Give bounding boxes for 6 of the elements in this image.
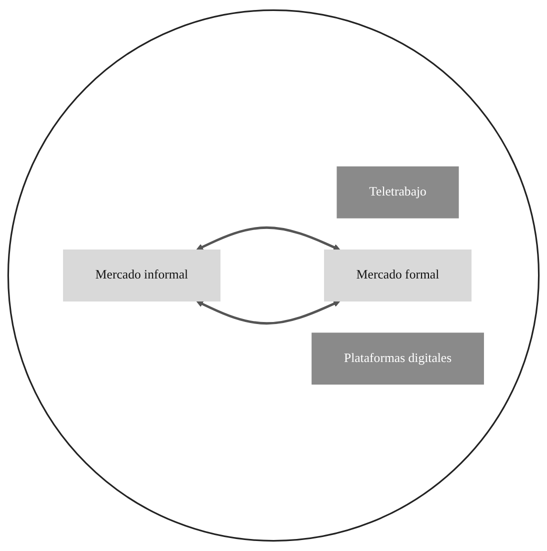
node-box: Mercado formal — [324, 250, 472, 302]
node-box: Mercado informal — [63, 250, 220, 302]
node-box: Teletrabajo — [336, 166, 459, 218]
arrow — [196, 300, 340, 325]
arrow — [196, 226, 340, 251]
node-box: Plataformas digitales — [312, 332, 484, 385]
